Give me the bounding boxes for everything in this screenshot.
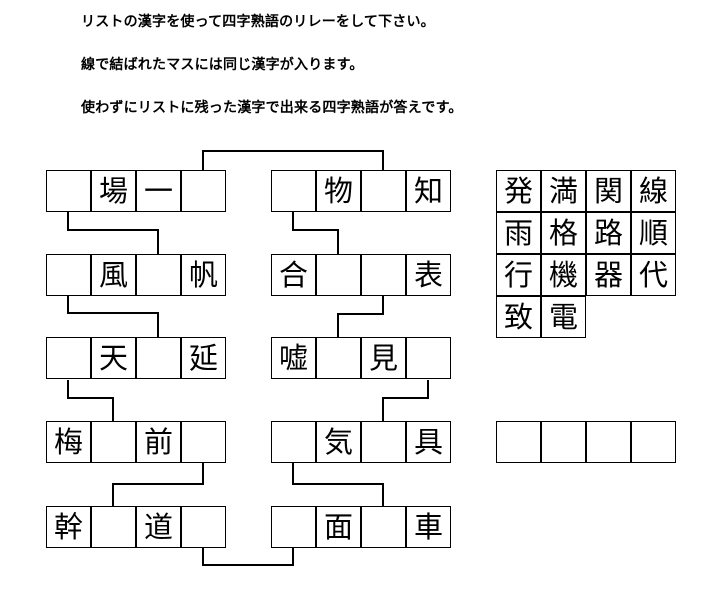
instruction-line-2: 線で結ばれたマスには同じ漢字が入ります。 [81,57,364,73]
right-chain-cell[interactable]: 面 [316,506,361,548]
left-chain-cell[interactable] [46,337,91,379]
link-l1-to-l2 [67,212,159,254]
instruction-line-1: リストの漢字を使って四字熟語のリレーをして下さい。 [81,14,435,30]
left-chain-cell[interactable]: 前 [136,421,181,463]
answer-cell[interactable] [631,421,676,463]
link-r4-to-r5 [292,463,384,506]
answer-cell[interactable] [586,421,631,463]
link-left-top-to-right-top [202,150,384,170]
left-chain-cell[interactable] [181,506,226,548]
kanji-list-item: 満 [541,170,586,212]
right-chain-cell[interactable] [361,170,406,212]
kanji-list-item: 雨 [496,212,541,254]
kanji-list-item: 機 [541,254,586,296]
right-chain-cell[interactable]: 合 [271,254,316,296]
link-l4-to-l5 [112,463,204,506]
left-chain-cell[interactable] [46,170,91,212]
left-chain-cell[interactable]: 道 [136,506,181,548]
left-chain-cell[interactable]: 天 [91,337,136,379]
instruction-line-3: 使わずにリストに残った漢字で出来る四字熟語が答えです。 [81,100,463,116]
link-r3-to-r4 [382,380,429,421]
right-chain-cell[interactable]: 嘘 [271,337,316,379]
kanji-list-item: 行 [496,254,541,296]
left-chain-cell[interactable]: 幹 [46,506,91,548]
left-chain-cell[interactable] [46,254,91,296]
kanji-list-item: 代 [631,254,676,296]
kanji-list-item: 電 [541,296,586,338]
right-chain-cell[interactable] [361,506,406,548]
link-l3-to-l4 [67,380,114,421]
kanji-list-item: 致 [496,296,541,338]
left-chain-cell[interactable] [91,421,136,463]
right-chain-cell[interactable] [271,506,316,548]
right-chain-cell[interactable]: 知 [406,170,451,212]
left-chain-cell[interactable]: 梅 [46,421,91,463]
right-chain-cell[interactable] [361,421,406,463]
right-chain-cell[interactable]: 気 [316,421,361,463]
left-chain-cell[interactable] [136,337,181,379]
left-chain-cell[interactable] [181,170,226,212]
right-chain-cell[interactable]: 表 [406,254,451,296]
kanji-list-item: 関 [586,170,631,212]
left-chain-cell[interactable] [91,506,136,548]
left-chain-cell[interactable]: 帆 [181,254,226,296]
right-chain-cell[interactable] [316,254,361,296]
link-r1-to-r2 [292,212,339,254]
right-chain-cell[interactable]: 具 [406,421,451,463]
left-chain-cell[interactable]: 風 [91,254,136,296]
left-chain-cell[interactable]: 一 [136,170,181,212]
kanji-list-item: 格 [541,212,586,254]
left-chain-cell[interactable] [136,254,181,296]
right-chain-cell[interactable]: 見 [361,337,406,379]
kanji-list-item: 線 [631,170,676,212]
kanji-list-item: 器 [586,254,631,296]
right-chain-cell[interactable] [316,337,361,379]
right-chain-cell[interactable] [406,337,451,379]
left-chain-cell[interactable]: 場 [91,170,136,212]
left-chain-cell[interactable]: 延 [181,337,226,379]
right-chain-cell[interactable]: 物 [316,170,361,212]
link-left-bottom-to-right-bottom [202,548,294,566]
kanji-list-item: 発 [496,170,541,212]
left-chain-cell[interactable] [181,421,226,463]
right-chain-cell[interactable] [271,170,316,212]
right-chain-cell[interactable] [361,254,406,296]
right-chain-cell[interactable]: 車 [406,506,451,548]
kanji-list-item: 路 [586,212,631,254]
answer-cell[interactable] [541,421,586,463]
kanji-list-item: 順 [631,212,676,254]
link-l2-to-l3 [67,296,159,337]
link-r2-to-r3 [337,296,384,337]
right-chain-cell[interactable] [271,421,316,463]
answer-cell[interactable] [496,421,541,463]
